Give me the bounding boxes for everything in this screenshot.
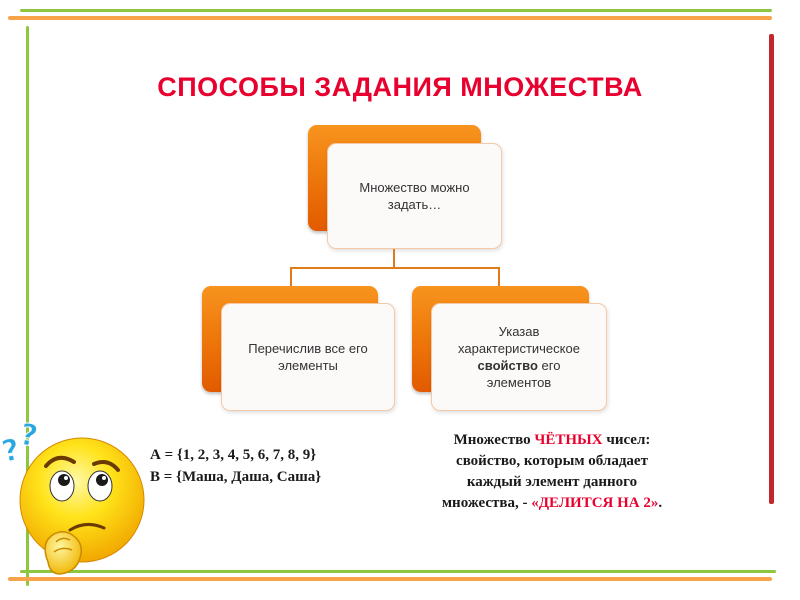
frame-right-red-line: [769, 34, 774, 504]
right-box-line-2: характеристическое: [458, 341, 580, 356]
explanation-highlight-even: ЧЁТНЫХ: [534, 432, 603, 448]
frame-left-green-line: [26, 26, 29, 586]
svg-text:?: ?: [17, 417, 40, 454]
connector-horizontal: [291, 267, 500, 269]
connector-left-drop: [290, 267, 292, 287]
explanation-highlight-divisible: «ДЕЛИТСЯ НА 2»: [531, 495, 659, 511]
left-box-label: Перечислив все его элементы: [248, 341, 368, 373]
example-set-b: В = {Маша, Даша, Саша}: [150, 469, 322, 485]
left-box: Перечислив все его элементы: [221, 303, 395, 411]
frame-bottom-green-line: [20, 570, 776, 573]
frame-top-orange-line: [8, 16, 772, 20]
page-title: СПОСОБЫ ЗАДАНИЯ МНОЖЕСТВА: [157, 72, 643, 102]
explanation-end: .: [658, 495, 663, 511]
explanation-part-2: чисел: свойство, которым обладает каждый…: [441, 432, 651, 511]
right-box-line-3: свойство его: [458, 357, 580, 374]
root-box-label: Множество можно задать…: [359, 180, 470, 212]
right-box-line-1: Указав: [498, 324, 540, 339]
right-box-line-4: элементов: [486, 375, 552, 390]
even-numbers-explanation: Множество ЧЁТНЫХ чисел: свойство, которы…: [437, 430, 667, 514]
frame-top-green-line: [20, 9, 772, 12]
example-set-a: А = {1, 2, 3, 4, 5, 6, 7, 8, 9}: [150, 447, 317, 463]
connector-root-stem: [393, 249, 395, 268]
frame-bottom-orange-line: [8, 577, 772, 581]
thinking-smiley-illustration: ? ?: [0, 412, 145, 577]
connector-right-drop: [498, 267, 500, 287]
right-box-line-3-rest: его: [537, 358, 561, 373]
thinking-smiley-icon: ? ?: [0, 417, 145, 575]
svg-text:?: ?: [0, 432, 23, 470]
set-examples: А = {1, 2, 3, 4, 5, 6, 7, 8, 9} В = {Маш…: [150, 444, 321, 488]
right-box-label: Указав характеристическое свойство его э…: [458, 323, 580, 391]
explanation-part-1: Множество: [453, 432, 535, 448]
right-box: Указав характеристическое свойство его э…: [431, 303, 607, 411]
right-box-bold-word: свойство: [477, 358, 538, 373]
root-box: Множество можно задать…: [327, 143, 502, 249]
